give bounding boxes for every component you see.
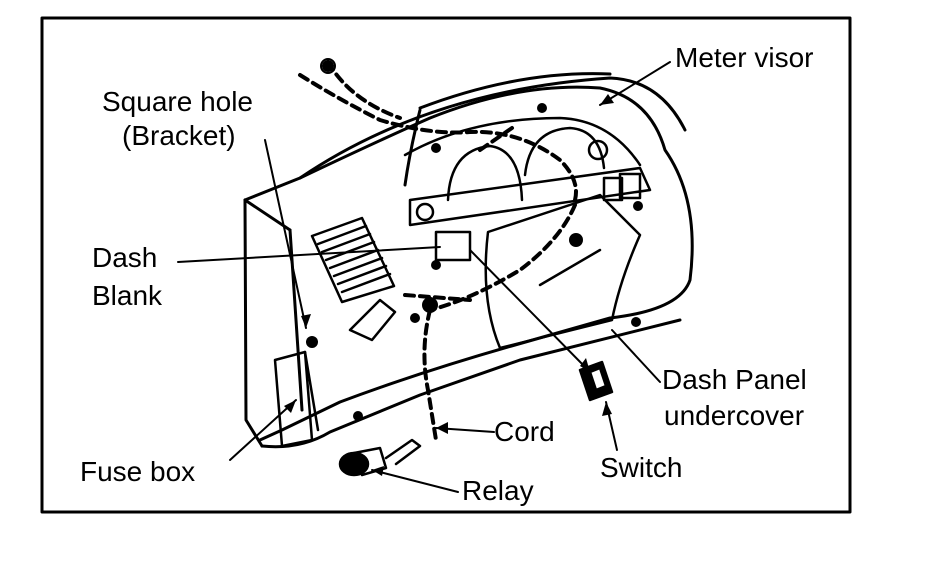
label-meter-visor: Meter visor	[675, 42, 814, 73]
screws	[353, 103, 643, 421]
right-switches	[602, 172, 642, 202]
label-dash-panel: Dash Panel	[662, 364, 807, 395]
label-switch: Switch	[600, 452, 683, 483]
air-vent	[310, 216, 396, 304]
label-undercover: undercover	[664, 400, 805, 431]
label-cord: Cord	[494, 416, 555, 447]
leader-lines	[177, 61, 671, 493]
leader-arrowheads	[284, 94, 614, 476]
label-square-hole: Square hole	[102, 86, 254, 117]
label-fuse-box: Fuse box	[80, 456, 196, 487]
cord-end-ring	[320, 58, 336, 74]
relay-part	[338, 438, 422, 477]
label-relay: Relay	[462, 475, 534, 506]
label-dash-blank: Blank	[92, 280, 163, 311]
cord-clips	[306, 60, 583, 348]
label-square-hole-bracket: (Bracket)	[122, 120, 236, 151]
instrument-cluster	[403, 116, 652, 227]
diagram-frame	[40, 16, 852, 514]
switch-part	[578, 360, 614, 402]
dash-switch-slot	[434, 230, 472, 262]
label-dash: Dash	[92, 242, 158, 273]
fuse-box	[273, 350, 320, 448]
undercover-panel	[484, 193, 642, 350]
lower-opening	[348, 298, 397, 342]
